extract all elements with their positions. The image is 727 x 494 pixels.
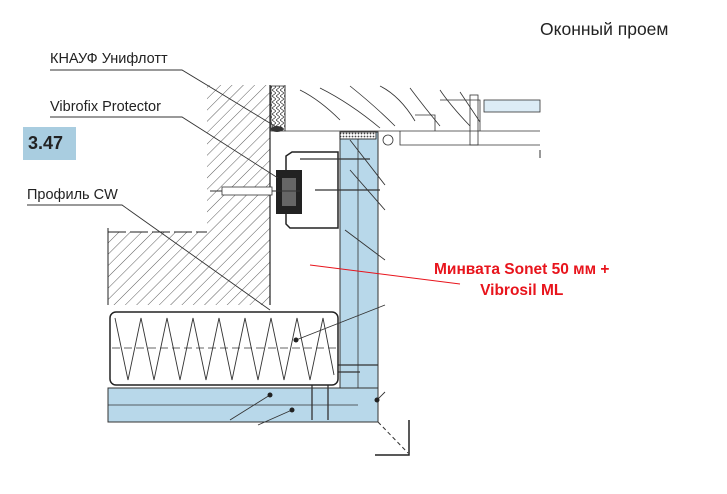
window-frame xyxy=(284,85,540,146)
annotation-line-2: Vibrosil ML xyxy=(480,282,564,299)
sealing-strip xyxy=(339,131,377,140)
annotation-leader xyxy=(309,264,461,285)
figure-number-badge: 3.47 xyxy=(23,127,76,160)
window-glass xyxy=(483,99,541,113)
annotation-text: Минвата Sonet 50 мм + Vibrosil ML xyxy=(434,259,609,301)
gypsum-board-vertical xyxy=(339,131,379,423)
label-vibrofix-protector: Vibrofix Protector xyxy=(50,99,161,115)
masonry-wall xyxy=(108,85,270,305)
label-knauf-unifloatt: КНАУФ Унифлотт xyxy=(50,51,168,67)
drawing-title: Оконный проем xyxy=(540,19,669,39)
annotation-line-1: Минвата Sonet 50 мм + xyxy=(434,261,610,278)
label-cw-profile: Профиль CW xyxy=(27,187,118,203)
unifloatt-seal xyxy=(270,85,286,132)
